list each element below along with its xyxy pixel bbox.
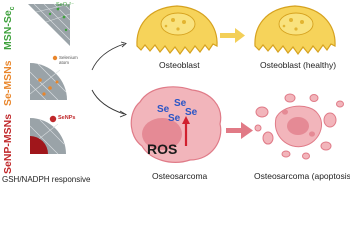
se-msns-particle (29, 55, 67, 101)
osteosarcoma-apoptosis-label: Osteosarcoma (apoptosis) (254, 171, 350, 181)
se-marker: Se (168, 113, 181, 124)
particle-label-msn-se: MSN-Sec (2, 6, 17, 50)
senp-msns-particle (29, 115, 66, 155)
healthy-arrow (220, 28, 245, 43)
se-marker: Se (157, 104, 170, 115)
seo3-species-label: SeO₃²⁻ (56, 2, 74, 8)
osteosarcoma-cell (130, 86, 222, 163)
selenium-atom-label: Selenium atom (59, 55, 78, 65)
arrow-to-osteosarcoma (91, 89, 125, 115)
diagram-art (28, 3, 344, 163)
osteosarcoma-label: Osteosarcoma (152, 171, 208, 181)
arrow-to-osteoblast (91, 43, 125, 71)
osteoblast-healthy-label: Osteoblast (healthy) (260, 60, 337, 70)
se-marker: Se (185, 107, 198, 118)
msn-se-particle (28, 3, 71, 46)
osteoblast-label: Osteoblast (159, 60, 200, 70)
responsive-label: GSH/NADPH responsive (2, 175, 91, 184)
senps-label: SeNPs (58, 115, 76, 121)
diagram-canvas: MSN-Sec Se-MSNs SeNP-MSNs SeO₃²⁻ Seleniu… (2, 2, 350, 184)
ros-label: ROS (147, 141, 178, 157)
apoptosis-arrow (226, 122, 253, 139)
particle-label-se-msns: Se-MSNs (2, 60, 14, 106)
particle-label-senp-msns: SeNP-MSNs (2, 113, 14, 174)
osteoblast-healthy-cell (254, 5, 336, 56)
se-marker: Se (174, 98, 187, 109)
osteoblast-cell (136, 5, 218, 56)
